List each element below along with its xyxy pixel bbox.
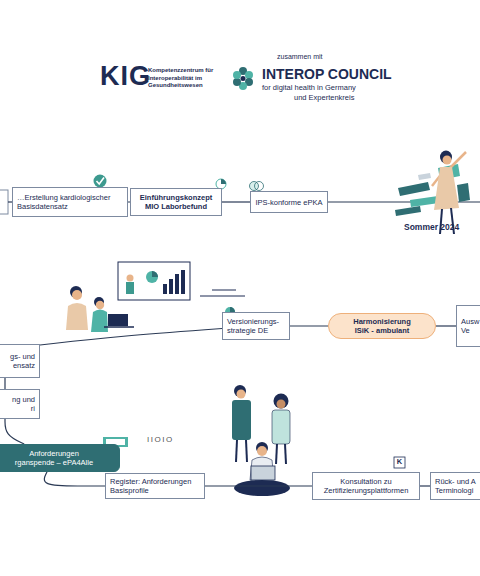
timeline-connector xyxy=(205,485,312,486)
floating-panel xyxy=(457,183,470,202)
logo-tagline: for digital health in Germany xyxy=(262,84,356,92)
box-text: gs- und ensatz xyxy=(5,352,35,370)
person-body xyxy=(250,457,274,480)
woman-illustration xyxy=(395,151,470,235)
floating-panel xyxy=(418,173,431,180)
check-mark xyxy=(97,178,105,185)
man-body xyxy=(66,303,88,330)
desk-edge xyxy=(104,326,134,328)
chart-bar xyxy=(169,279,173,294)
milestone-box: gs- und ensatz xyxy=(0,344,40,378)
person-head xyxy=(237,390,246,399)
person-head xyxy=(277,400,286,409)
person-hair xyxy=(274,394,289,409)
chart-bar xyxy=(181,270,185,294)
floating-panel xyxy=(395,206,421,216)
milestone-box: Versionierungs- strategie DE xyxy=(222,312,290,340)
cut-off-box xyxy=(0,190,8,214)
woman-body xyxy=(91,310,108,333)
woman-dress xyxy=(434,167,459,210)
highlight-box: Anforderungen rganspende – ePA4Alle xyxy=(0,444,120,472)
start-icon xyxy=(255,182,264,191)
presenter-body xyxy=(126,282,134,294)
crossed-legs xyxy=(234,480,290,496)
person-leg xyxy=(276,444,277,464)
box-text: …Erstellung kardiologischer Basisdatensa… xyxy=(17,193,117,211)
woman-hair xyxy=(440,151,452,164)
milestone-box: Konsultation zu Zertifizierungsplattform… xyxy=(312,472,420,500)
done-icon xyxy=(94,175,107,188)
box-text: Harmonisierung ISiK - ambulant xyxy=(347,317,417,335)
date-label: Sommer 2024 xyxy=(404,223,459,232)
person-leg xyxy=(246,440,247,462)
box-text: IPS-konforme ePKA xyxy=(255,198,322,207)
person-body xyxy=(232,400,251,440)
box-text: Rück- und A Terminologi xyxy=(435,477,480,495)
logo-petal xyxy=(233,78,241,86)
chart-bar xyxy=(163,284,167,294)
start-icon xyxy=(250,182,259,191)
laptop xyxy=(108,314,128,326)
badge-letter: K xyxy=(394,457,405,468)
timeline-connector xyxy=(420,485,430,486)
logo-wordmark: KIG xyxy=(100,62,151,92)
man-head xyxy=(72,290,82,300)
badge-box xyxy=(394,457,405,468)
logo-petal xyxy=(233,71,241,79)
timeline-connector xyxy=(222,201,250,202)
woman-head xyxy=(443,156,452,165)
person-leg xyxy=(236,440,237,462)
woman-head xyxy=(96,301,104,309)
highlight-box: Harmonisierung ISiK - ambulant xyxy=(328,313,436,339)
motion-stroke xyxy=(212,290,236,291)
logo-subtitle: Kompetenzzentrum für Interoperabilität i… xyxy=(148,67,215,90)
milestone-box: IPS-konforme ePKA xyxy=(250,191,328,213)
laptop xyxy=(251,466,275,480)
milestone-box: Ausw Ve xyxy=(456,305,480,347)
box-text: ng und ri xyxy=(9,395,35,413)
box-text: Anforderungen rganspende – ePA4Alle xyxy=(12,449,97,467)
presenter-head xyxy=(127,275,134,282)
chart-bar xyxy=(175,274,179,294)
binary-text: IIOIO xyxy=(147,436,174,445)
council-logo xyxy=(233,67,253,90)
floating-panel xyxy=(398,182,430,196)
timeline-connector xyxy=(44,472,105,486)
person-body xyxy=(272,410,290,444)
motion-stroke xyxy=(200,296,245,297)
box-text: Einführungskonzept MIO Laborbefund xyxy=(136,193,216,211)
logo-core xyxy=(241,76,246,81)
person-leg xyxy=(285,444,286,464)
timeline-connector xyxy=(436,325,456,326)
milestone-box: …Erstellung kardiologischer Basisdatensa… xyxy=(12,187,128,217)
timeline-connector xyxy=(4,378,5,389)
timeline-connector xyxy=(5,419,24,444)
timeline-connector xyxy=(40,329,222,346)
pie-chart xyxy=(146,271,158,283)
logo-wordmark: INTEROP COUNCIL xyxy=(262,67,392,82)
timeline-connector xyxy=(290,325,328,326)
pie-slice xyxy=(152,271,158,277)
milestone-box: Einführungskonzept MIO Laborbefund xyxy=(130,188,222,216)
logo-petal xyxy=(245,71,253,79)
box-text: Ausw Ve xyxy=(461,317,480,335)
box-text: Versionierungs- strategie DE xyxy=(227,317,287,335)
milestone-box: Register: Anforderungen Basisprofile xyxy=(105,473,205,499)
box-text: Konsultation zu Zertifizierungsplattform… xyxy=(316,477,416,495)
presentation-board xyxy=(118,262,190,300)
box-text: Register: Anforderungen Basisprofile xyxy=(110,477,200,495)
milestone-box: ng und ri xyxy=(0,389,40,419)
person-head xyxy=(257,446,267,456)
progress-slice xyxy=(221,179,226,184)
logo-tagline: zusammen mit xyxy=(277,53,323,61)
milestone-box: Rück- und A Terminologi xyxy=(430,472,480,500)
meeting-illustration xyxy=(66,262,245,332)
logo-tagline: und Expertenkreis xyxy=(294,94,354,102)
